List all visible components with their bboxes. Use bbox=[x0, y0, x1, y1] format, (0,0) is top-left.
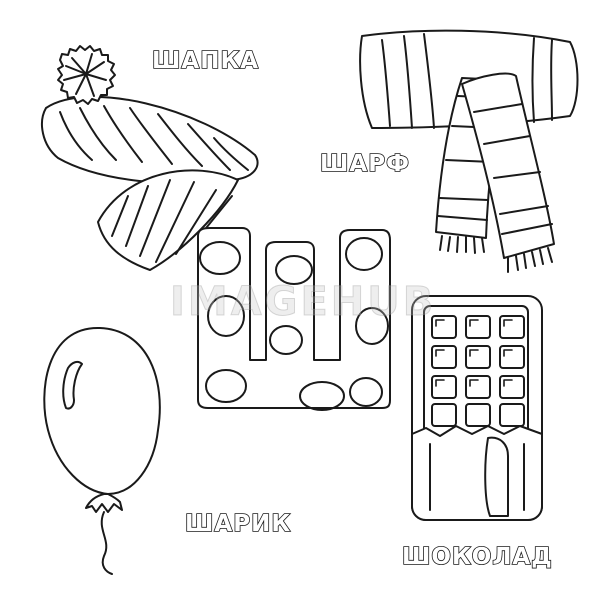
word-chocolate-label: ШОКОЛАД bbox=[401, 544, 553, 570]
word-balloon-label: ШАРИК bbox=[184, 511, 292, 537]
word-scarf-label: ШАРФ bbox=[319, 151, 410, 177]
hat-icon bbox=[41, 45, 259, 271]
word-hat-label: ШАПКА bbox=[151, 48, 260, 74]
scarf-icon bbox=[359, 29, 579, 273]
chocolate-bar-icon bbox=[411, 295, 543, 521]
balloon-icon bbox=[43, 326, 161, 575]
letter-sha-icon bbox=[197, 227, 391, 411]
